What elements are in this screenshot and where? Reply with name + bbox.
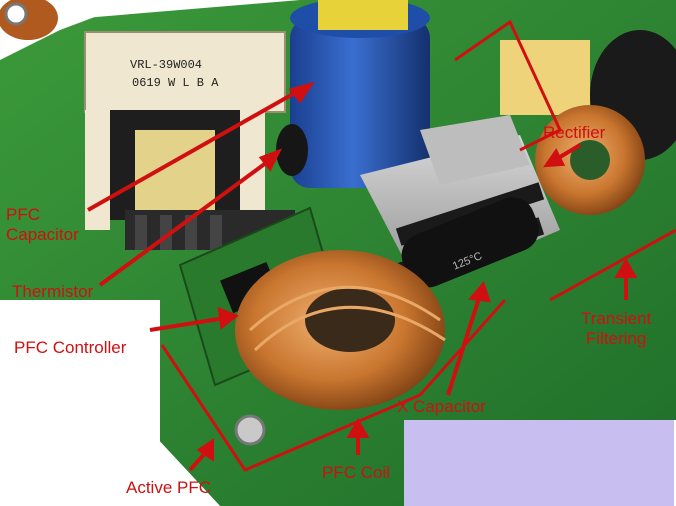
transient-outline <box>549 228 676 302</box>
label-pfc-capacitor-line2: Capacitor <box>6 225 79 244</box>
label-thermistor: Thermistor <box>12 282 94 301</box>
label-transient-filtering: Transient Filtering <box>581 309 651 349</box>
label-pfc-controller: PFC Controller <box>14 338 127 357</box>
transformer: VRL-39W004 0619 W L B A <box>84 31 286 230</box>
label-active-pfc: Active PFC <box>126 478 212 497</box>
rectifier-outline <box>454 19 562 152</box>
label-x-capacitor: X Capacitor <box>397 397 486 416</box>
pfc-coil <box>235 250 446 410</box>
mounting-screw <box>234 414 266 446</box>
label-transient-line1: Transient <box>581 309 652 328</box>
transformer-marking-1: VRL-39W004 <box>130 58 202 72</box>
transformer-marking-2: 0619 W L B A <box>132 76 219 90</box>
pfc-capacitor <box>290 0 430 188</box>
label-transient-line2: Filtering <box>585 329 647 348</box>
label-pfc-capacitor: PFC Capacitor <box>6 205 79 245</box>
label-pfc-capacitor-line1: PFC <box>6 205 40 224</box>
annotation-arrows <box>87 81 638 472</box>
x-capacitor: 125°C <box>401 197 539 288</box>
thermistor <box>276 124 308 176</box>
label-pfc-coil: PFC Coil <box>322 463 391 482</box>
label-rectifier: Rectifier <box>543 123 606 142</box>
cream-capacitor <box>500 40 590 115</box>
mounting-ring <box>4 2 28 26</box>
lavender-overlay-box <box>404 420 674 506</box>
